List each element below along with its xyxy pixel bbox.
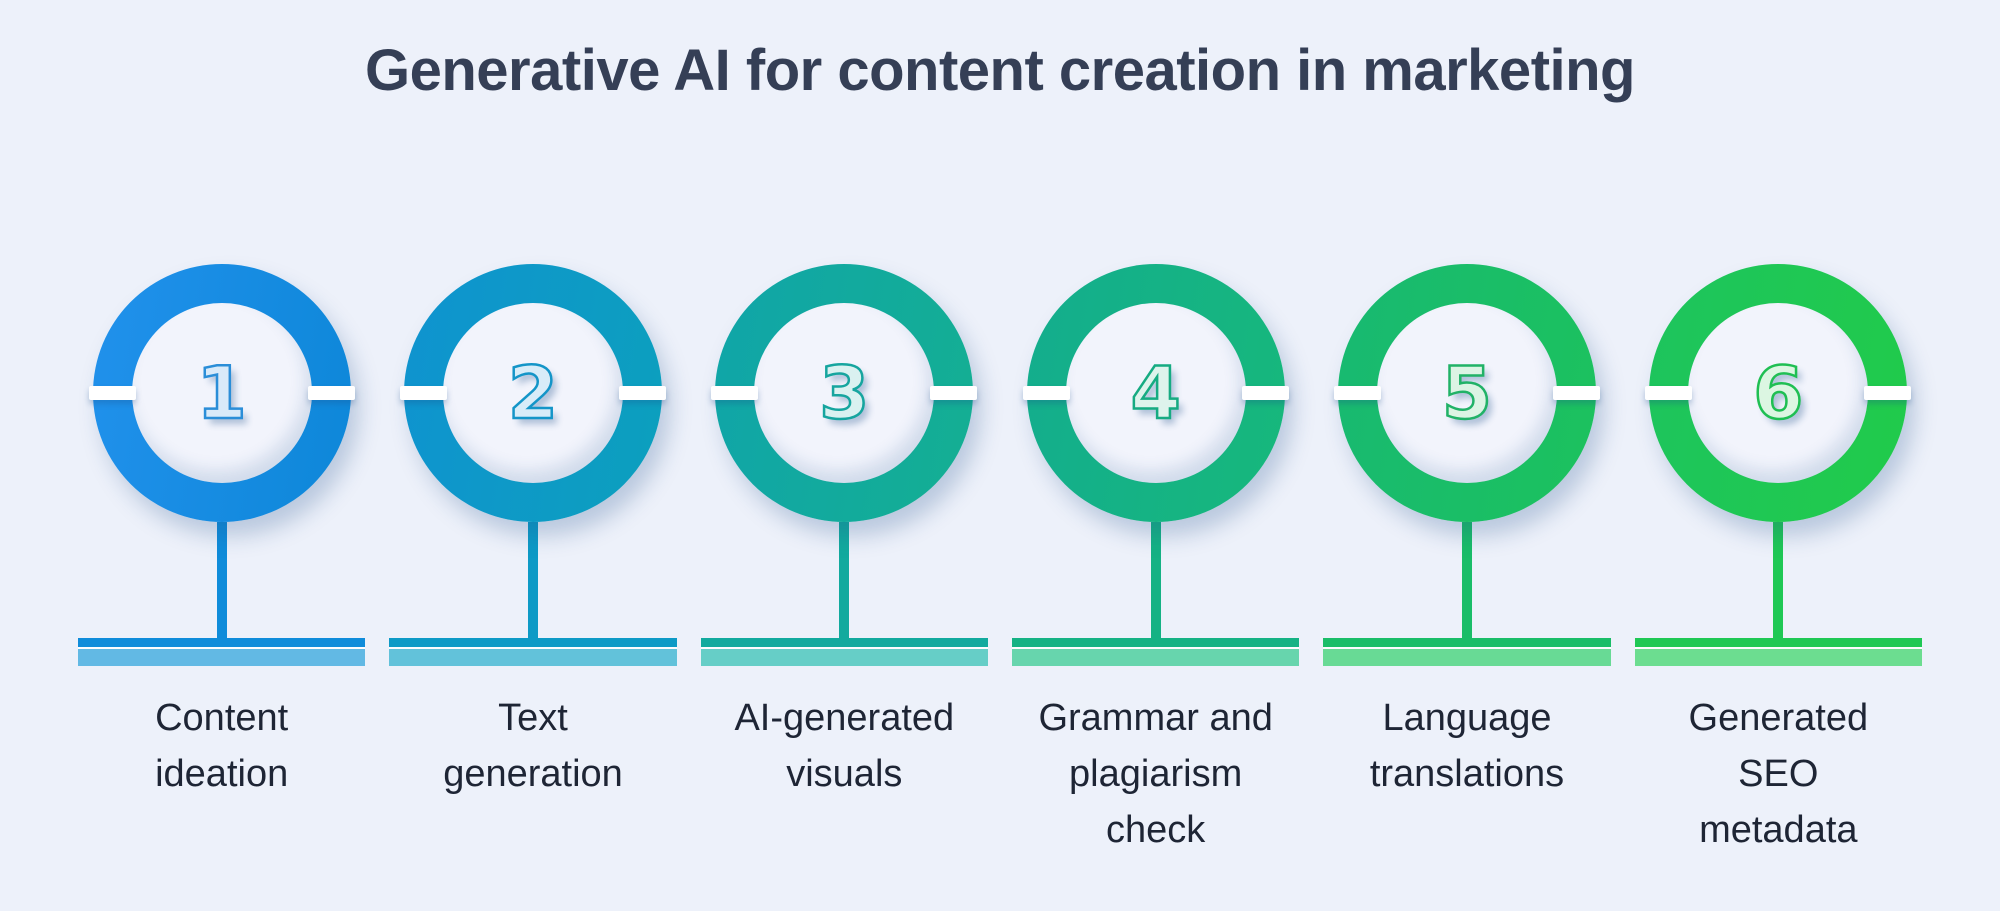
step-column-6: 6 Generated SEO metadata — [1634, 263, 1922, 859]
step-stem — [1461, 521, 1472, 638]
step-label: Content ideation — [155, 696, 289, 795]
ring-notch-right — [1241, 385, 1289, 400]
ring-inner-disc — [754, 302, 935, 483]
step-label: Grammar and plagiarism check — [1038, 696, 1273, 852]
step-bar-seam — [389, 646, 677, 649]
step-bar-top — [700, 637, 988, 647]
step-bar-top — [1634, 637, 1922, 647]
ring-notch-left — [1022, 385, 1070, 400]
step-label: Generated SEO metadata — [1688, 696, 1869, 852]
step-stem — [527, 521, 538, 638]
step-ring: 4 — [1022, 263, 1289, 522]
step-column-1: 1 Content ideation — [78, 263, 366, 859]
step-bar-seam — [78, 646, 366, 649]
step-bar — [78, 637, 366, 666]
step-bar-top — [1011, 637, 1300, 647]
ring-notch-left — [1645, 385, 1693, 400]
step-bar-bottom — [1634, 648, 1922, 666]
ring-notch-right — [307, 385, 355, 400]
step-bar — [1011, 637, 1300, 666]
step-bar-seam — [1011, 646, 1300, 649]
step-label: AI-generated visuals — [734, 696, 955, 795]
step-stem — [1150, 521, 1161, 638]
step-stem — [216, 521, 227, 638]
ring-inner-disc — [442, 302, 623, 483]
step-stem — [1773, 521, 1784, 638]
step-bar-top — [1323, 637, 1611, 647]
ring-notch-left — [399, 385, 447, 400]
step-ring: 1 — [88, 263, 355, 522]
step-bar — [389, 637, 677, 666]
page-title: Generative AI for content creation in ma… — [365, 38, 1635, 103]
step-bar — [1634, 637, 1922, 666]
ring-notch-left — [88, 385, 136, 400]
step-bar-seam — [1323, 646, 1611, 649]
step-column-4: 4 Grammar and plagiarism check — [1011, 263, 1300, 859]
ring-notch-right — [1552, 385, 1600, 400]
ring-inner-disc — [1376, 302, 1557, 483]
step-number: 6 — [1752, 349, 1805, 436]
step-column-5: 5 Language translations — [1323, 263, 1611, 859]
step-number: 1 — [195, 349, 248, 436]
step-column-2: 2 Text generation — [389, 263, 677, 859]
step-bar-top — [389, 637, 677, 647]
step-bar-seam — [700, 646, 988, 649]
step-label: Language translations — [1369, 696, 1565, 795]
ring-notch-left — [1333, 385, 1381, 400]
step-label: Text generation — [443, 696, 623, 795]
step-bar-bottom — [78, 648, 366, 666]
step-bar-top — [78, 637, 366, 647]
step-ring: 3 — [711, 263, 978, 522]
ring-notch-right — [1864, 385, 1912, 400]
steps-row: 1 Content ideation 2 Text — [0, 263, 2000, 859]
ring-notch-right — [930, 385, 978, 400]
step-stem — [839, 521, 850, 638]
ring-inner-disc — [1688, 302, 1869, 483]
step-bar — [1323, 637, 1611, 666]
step-bar-bottom — [700, 648, 988, 666]
step-ring: 2 — [399, 263, 666, 522]
ring-inner-disc — [1065, 302, 1246, 483]
step-number: 2 — [507, 349, 560, 436]
step-bar-bottom — [1323, 648, 1611, 666]
step-ring: 6 — [1645, 263, 1912, 522]
step-bar-seam — [1634, 646, 1922, 649]
step-column-3: 3 AI-generated visuals — [700, 263, 988, 859]
step-ring: 5 — [1333, 263, 1600, 522]
step-bar — [700, 637, 988, 666]
step-number: 5 — [1441, 349, 1494, 436]
step-bar-bottom — [1011, 648, 1300, 666]
step-bar-bottom — [389, 648, 677, 666]
step-number: 3 — [818, 349, 871, 436]
ring-inner-disc — [131, 302, 312, 483]
ring-notch-right — [618, 385, 666, 400]
ring-notch-left — [711, 385, 759, 400]
step-number: 4 — [1129, 349, 1182, 436]
